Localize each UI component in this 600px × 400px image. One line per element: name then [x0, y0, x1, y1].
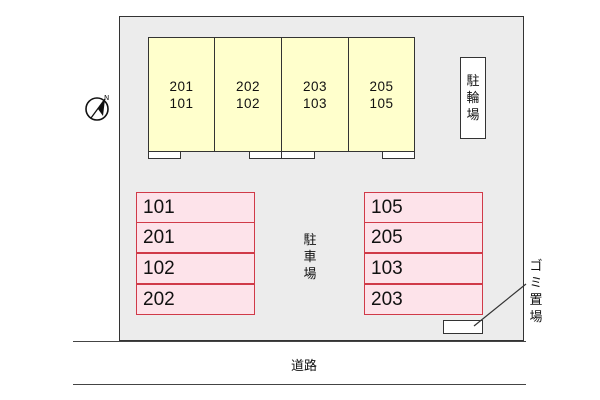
parking-lot-char: 車 — [303, 250, 317, 265]
unit-lower-number: 105 — [369, 95, 394, 111]
unit-upper-number: 205 — [369, 78, 394, 94]
garbage-area-box — [443, 320, 483, 334]
garbage-area-label: ゴ ミ 置 場 — [527, 258, 545, 326]
road-edge-bottom — [73, 384, 526, 385]
parking-lot-char: 駐 — [303, 233, 317, 248]
north-compass-icon: N — [85, 94, 109, 121]
parking-space-101: 101 — [136, 192, 255, 223]
parking-space-103: 103 — [364, 253, 483, 284]
bicycle-parking-char: 場 — [466, 107, 480, 123]
parking-space-203: 203 — [364, 284, 483, 315]
parking-space-201: 201 — [136, 222, 255, 253]
parking-space-202: 202 — [136, 284, 255, 315]
bicycle-parking-char: 駐 — [466, 73, 480, 89]
garbage-leader-line — [473, 283, 527, 327]
unit-upper-number: 202 — [235, 78, 261, 94]
unit-lower-number: 103 — [302, 95, 328, 111]
garbage-area-char: 場 — [529, 310, 543, 325]
garbage-area-char: ミ — [529, 276, 543, 291]
garbage-area-char: ゴ — [529, 259, 543, 274]
garbage-area-char: 置 — [529, 293, 543, 308]
unit-lower-number: 102 — [235, 95, 261, 111]
building-unit-205-105: 205 105 — [348, 37, 415, 152]
parking-space-102: 102 — [136, 253, 255, 284]
parking-space-105: 105 — [364, 192, 483, 223]
building-unit-201-101: 201 101 — [148, 37, 215, 152]
entrance-step — [249, 151, 282, 159]
road-label: 道路 — [290, 359, 317, 374]
building-unit-202-102: 202 102 — [214, 37, 282, 152]
bicycle-parking-char: 輪 — [466, 90, 480, 106]
north-label: N — [104, 94, 109, 102]
parking-space-205: 205 — [364, 222, 483, 253]
unit-upper-number: 201 — [169, 78, 194, 94]
entrance-step — [148, 151, 181, 159]
unit-upper-number: 203 — [302, 78, 328, 94]
parking-lot-label: 駐 車 場 — [302, 232, 318, 283]
bicycle-parking-box: 駐 輪 場 — [460, 57, 486, 139]
entrance-step — [382, 151, 415, 159]
road-edge-top — [73, 341, 526, 342]
entrance-step — [281, 151, 315, 159]
unit-lower-number: 101 — [169, 95, 194, 111]
building-unit-203-103: 203 103 — [281, 37, 349, 152]
parking-lot-char: 場 — [303, 267, 317, 282]
